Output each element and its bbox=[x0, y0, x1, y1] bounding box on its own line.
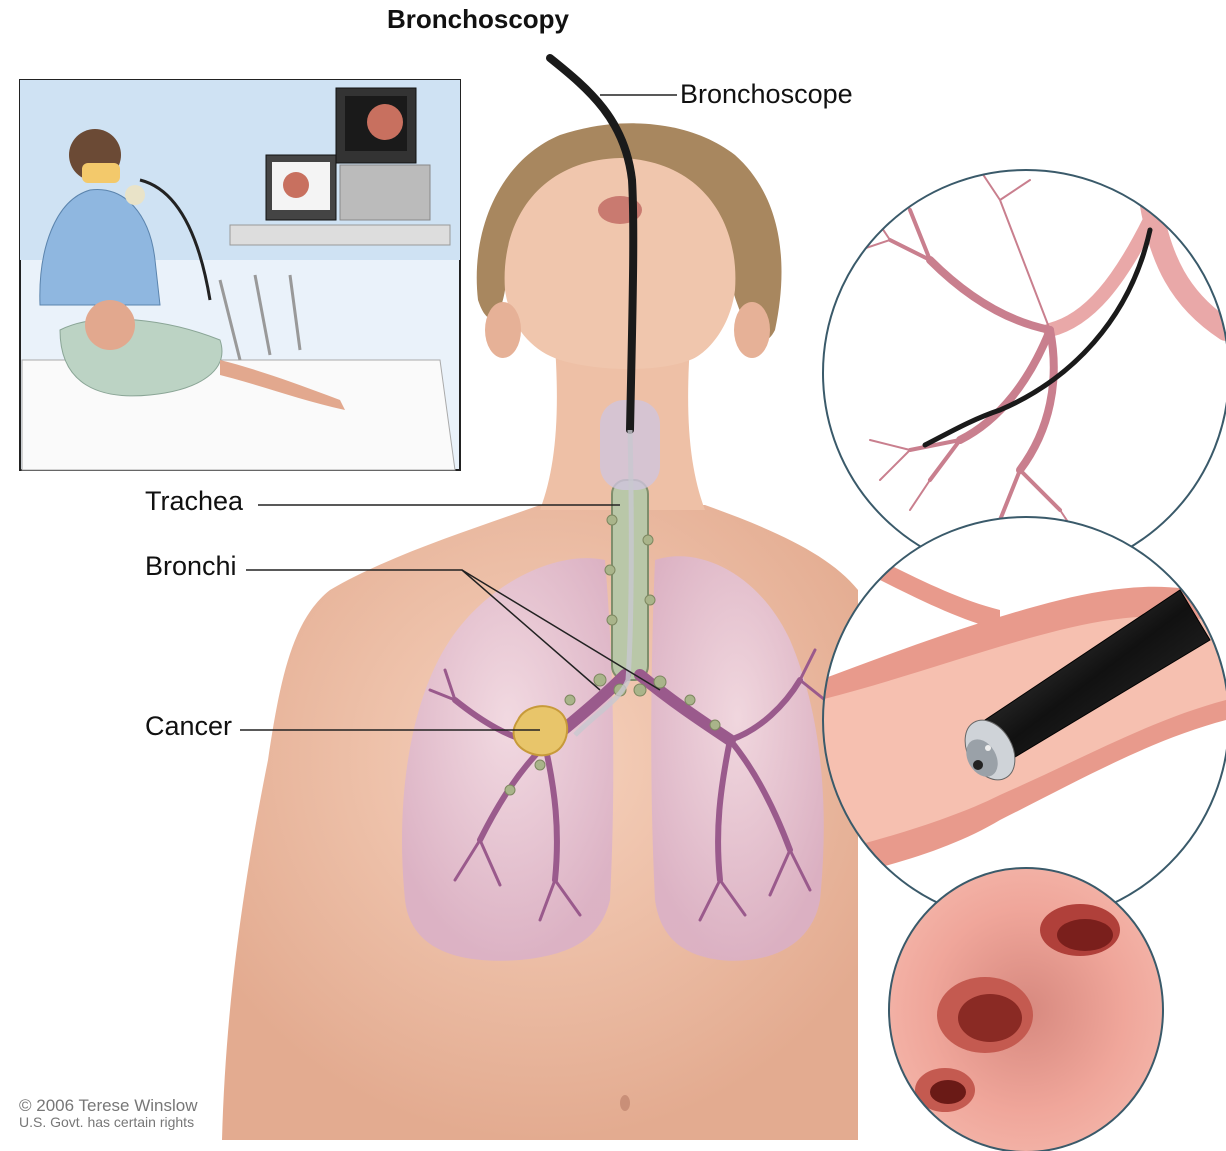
zoom-scope-tip bbox=[820, 517, 1226, 923]
inset-procedure-scene bbox=[20, 80, 460, 470]
navel bbox=[620, 1095, 630, 1111]
zoom-lumen-view bbox=[889, 868, 1163, 1151]
label-trachea: Trachea bbox=[145, 486, 243, 517]
label-cancer: Cancer bbox=[145, 711, 232, 742]
zoom-airway-branches bbox=[823, 170, 1226, 576]
ear-right bbox=[734, 302, 770, 358]
label-bronchoscope: Bronchoscope bbox=[680, 79, 853, 110]
head bbox=[505, 158, 736, 369]
credit-line-2: U.S. Govt. has certain rights bbox=[19, 1114, 198, 1130]
copyright-credit: © 2006 Terese Winslow U.S. Govt. has cer… bbox=[19, 1098, 198, 1130]
figure-title: Bronchoscopy bbox=[0, 4, 956, 35]
ear-left bbox=[485, 302, 521, 358]
label-bronchi: Bronchi bbox=[145, 551, 237, 582]
credit-line-1: © 2006 Terese Winslow bbox=[19, 1098, 198, 1114]
